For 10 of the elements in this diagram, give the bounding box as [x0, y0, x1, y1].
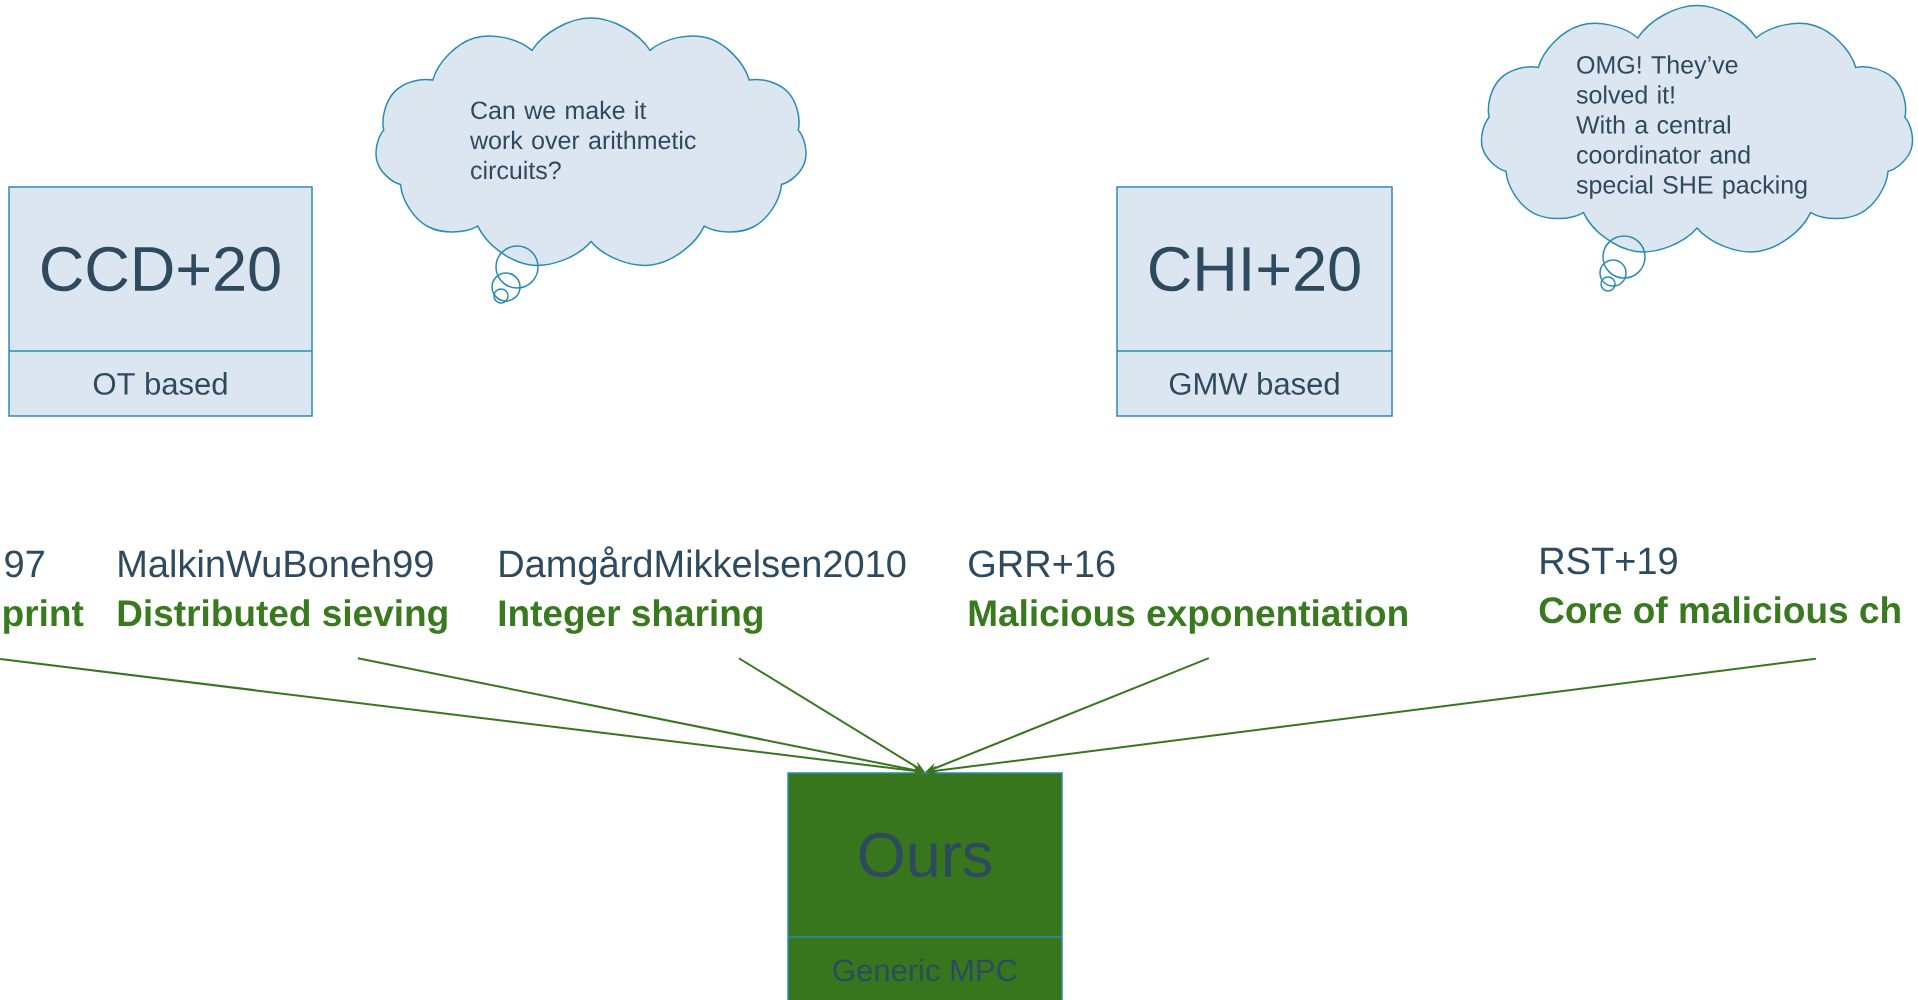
split-box: CHI+20 GMW based [1116, 186, 1393, 417]
reference-label: GRR+16 Malicious exponentiation [969, 550, 1407, 634]
thought-cloud: Can we make it work over arithmetic circuits? [375, 17, 807, 304]
reference-label: MalkinWuBoneh99 Distributed sieving [118, 549, 447, 634]
split-box: CCD+20 OT based [8, 186, 313, 417]
thought-cloud: OMG! They’ve solved it! With a central coordinator and special SHE packing [1480, 4, 1914, 292]
reference-label: DamgårdMikkelsen2010 Integer sharing [499, 546, 906, 634]
split-box: Ours Generic MPC [787, 772, 1063, 1000]
reference-label: 97 print [4, 550, 84, 634]
reference-label: RST+19 Core of malicious ch [1539, 547, 1900, 624]
